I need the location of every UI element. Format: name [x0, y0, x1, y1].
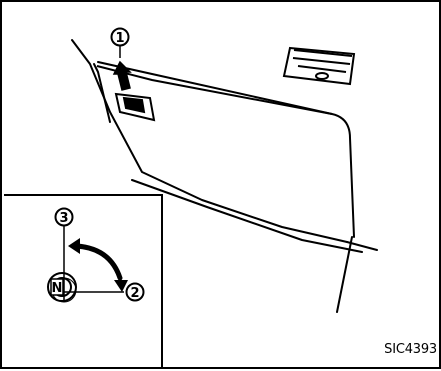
air-vent-icon [284, 48, 354, 84]
figure-code: SIC4393 [384, 342, 437, 357]
lock-lever [116, 94, 154, 120]
inset-box [4, 195, 162, 368]
callout-1: 1 [112, 29, 129, 59]
lock-knob-letter: N [51, 279, 63, 296]
svg-text:2: 2 [130, 286, 139, 301]
svg-text:1: 1 [115, 31, 124, 46]
curved-double-arrow-icon [68, 238, 128, 292]
svg-text:3: 3 [59, 211, 68, 226]
svg-text:N: N [52, 281, 63, 296]
